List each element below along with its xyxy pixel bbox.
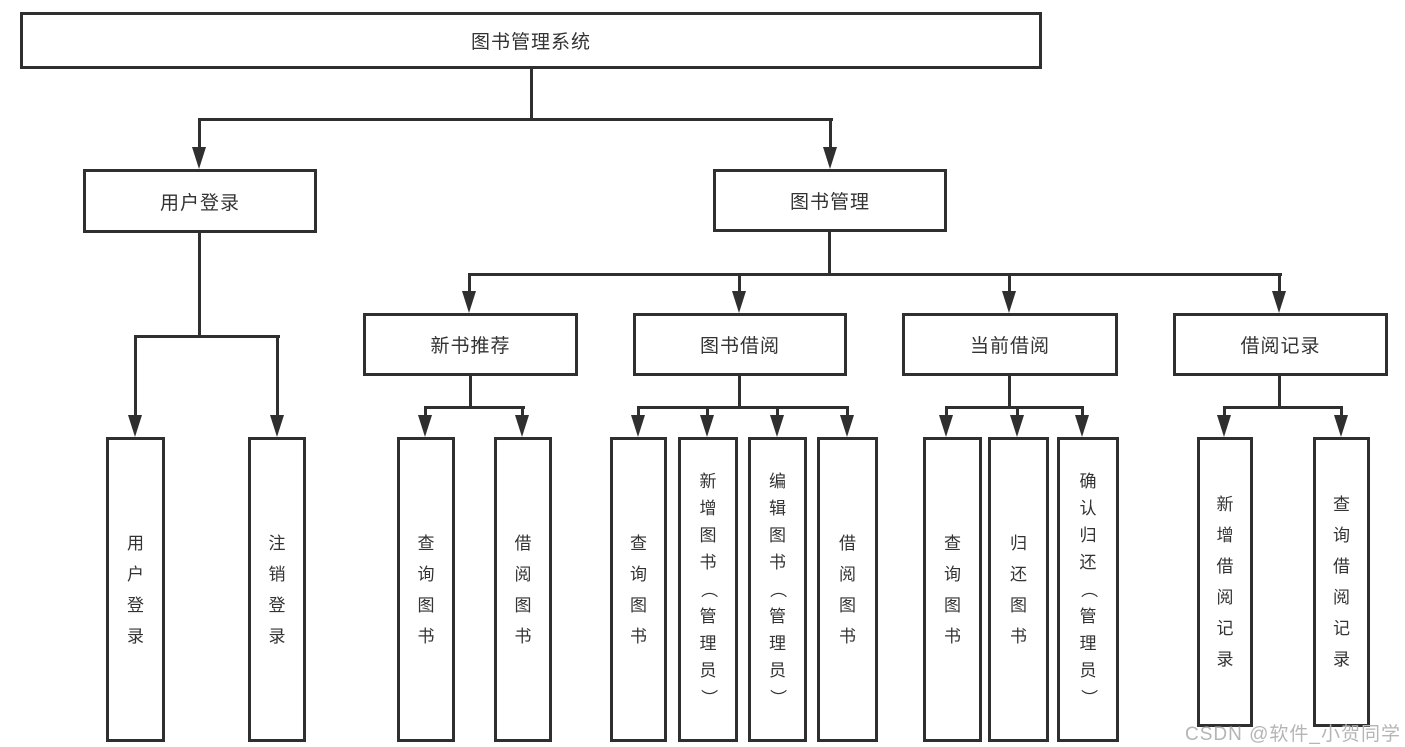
arrowhead-icon [770, 415, 784, 437]
connector-line [945, 406, 1084, 409]
connector-line [1008, 273, 1011, 295]
connector-line [198, 118, 201, 150]
arrowhead-icon [192, 147, 206, 169]
arrowhead-icon [128, 415, 142, 437]
node-borrowing-records: 借阅记录 [1173, 313, 1388, 376]
connector-line [706, 406, 709, 418]
node-library-system: 图书管理系统 [20, 12, 1042, 69]
connector-line [1278, 376, 1281, 408]
arrowhead-icon [1075, 415, 1089, 437]
node-add-borrow-record: 新增借阅记录 [1197, 437, 1253, 727]
connector-line [1008, 376, 1011, 408]
connector-line [1223, 406, 1226, 418]
node-add-book-admin: 新增图书（管理员） [678, 437, 738, 742]
arrowhead-icon [631, 415, 645, 437]
node-current-borrowing: 当前借阅 [902, 313, 1118, 376]
connector-line [738, 273, 741, 295]
node-user-login: 用户登录 [83, 169, 317, 233]
connector-line [637, 406, 849, 409]
connector-line [198, 118, 833, 121]
arrowhead-icon [823, 147, 837, 169]
arrowhead-icon [1334, 415, 1348, 437]
connector-line [468, 273, 1282, 276]
connector-line [469, 376, 472, 408]
arrowhead-icon [418, 415, 432, 437]
node-query-books-borrowing: 查询图书 [610, 437, 667, 742]
node-user-login-leaf: 用户登录 [106, 437, 165, 742]
connector-line [424, 406, 525, 409]
connector-line [1278, 273, 1281, 295]
node-query-borrow-record: 查询借阅记录 [1313, 437, 1370, 727]
arrowhead-icon [1002, 291, 1016, 313]
arrowhead-icon [270, 415, 284, 437]
connector-line [1016, 406, 1019, 418]
arrowhead-icon [1272, 291, 1286, 313]
connector-line [1223, 406, 1342, 409]
node-new-book-recommend: 新书推荐 [363, 313, 578, 376]
connector-line [738, 376, 741, 408]
connector-line [276, 335, 279, 417]
connector-line [776, 406, 779, 418]
node-logout: 注销登录 [248, 437, 306, 742]
arrowhead-icon [732, 291, 746, 313]
node-borrow-books-borrowing: 借阅图书 [817, 437, 878, 742]
arrowhead-icon [700, 415, 714, 437]
connector-line [468, 273, 471, 295]
connector-line [637, 406, 640, 418]
connector-line [1081, 406, 1084, 418]
connector-line [424, 406, 427, 418]
connector-line [829, 118, 832, 150]
connector-line [945, 406, 948, 418]
watermark: CSDN @软件_小贺同学 [1185, 724, 1401, 745]
arrowhead-icon [462, 291, 476, 313]
connector-line [846, 406, 849, 418]
arrowhead-icon [515, 415, 529, 437]
node-book-management: 图书管理 [713, 169, 947, 232]
node-return-books: 归还图书 [988, 437, 1049, 742]
arrowhead-icon [1217, 415, 1231, 437]
node-confirm-return-admin: 确认归还（管理员） [1057, 437, 1119, 742]
connector-line [530, 69, 533, 121]
node-borrow-books-recommend: 借阅图书 [494, 437, 552, 742]
arrowhead-icon [939, 415, 953, 437]
node-edit-book-admin: 编辑图书（管理员） [748, 437, 807, 742]
connector-line [134, 335, 280, 338]
connector-line [134, 335, 137, 417]
node-book-borrowing: 图书借阅 [633, 313, 847, 376]
node-query-books-current: 查询图书 [923, 437, 982, 742]
arrowhead-icon [1010, 415, 1024, 437]
arrowhead-icon [840, 415, 854, 437]
connector-line [828, 232, 831, 275]
connector-line [198, 233, 201, 337]
connector-line [1340, 406, 1343, 418]
node-query-books-recommend: 查询图书 [397, 437, 455, 742]
connector-line [521, 406, 524, 418]
